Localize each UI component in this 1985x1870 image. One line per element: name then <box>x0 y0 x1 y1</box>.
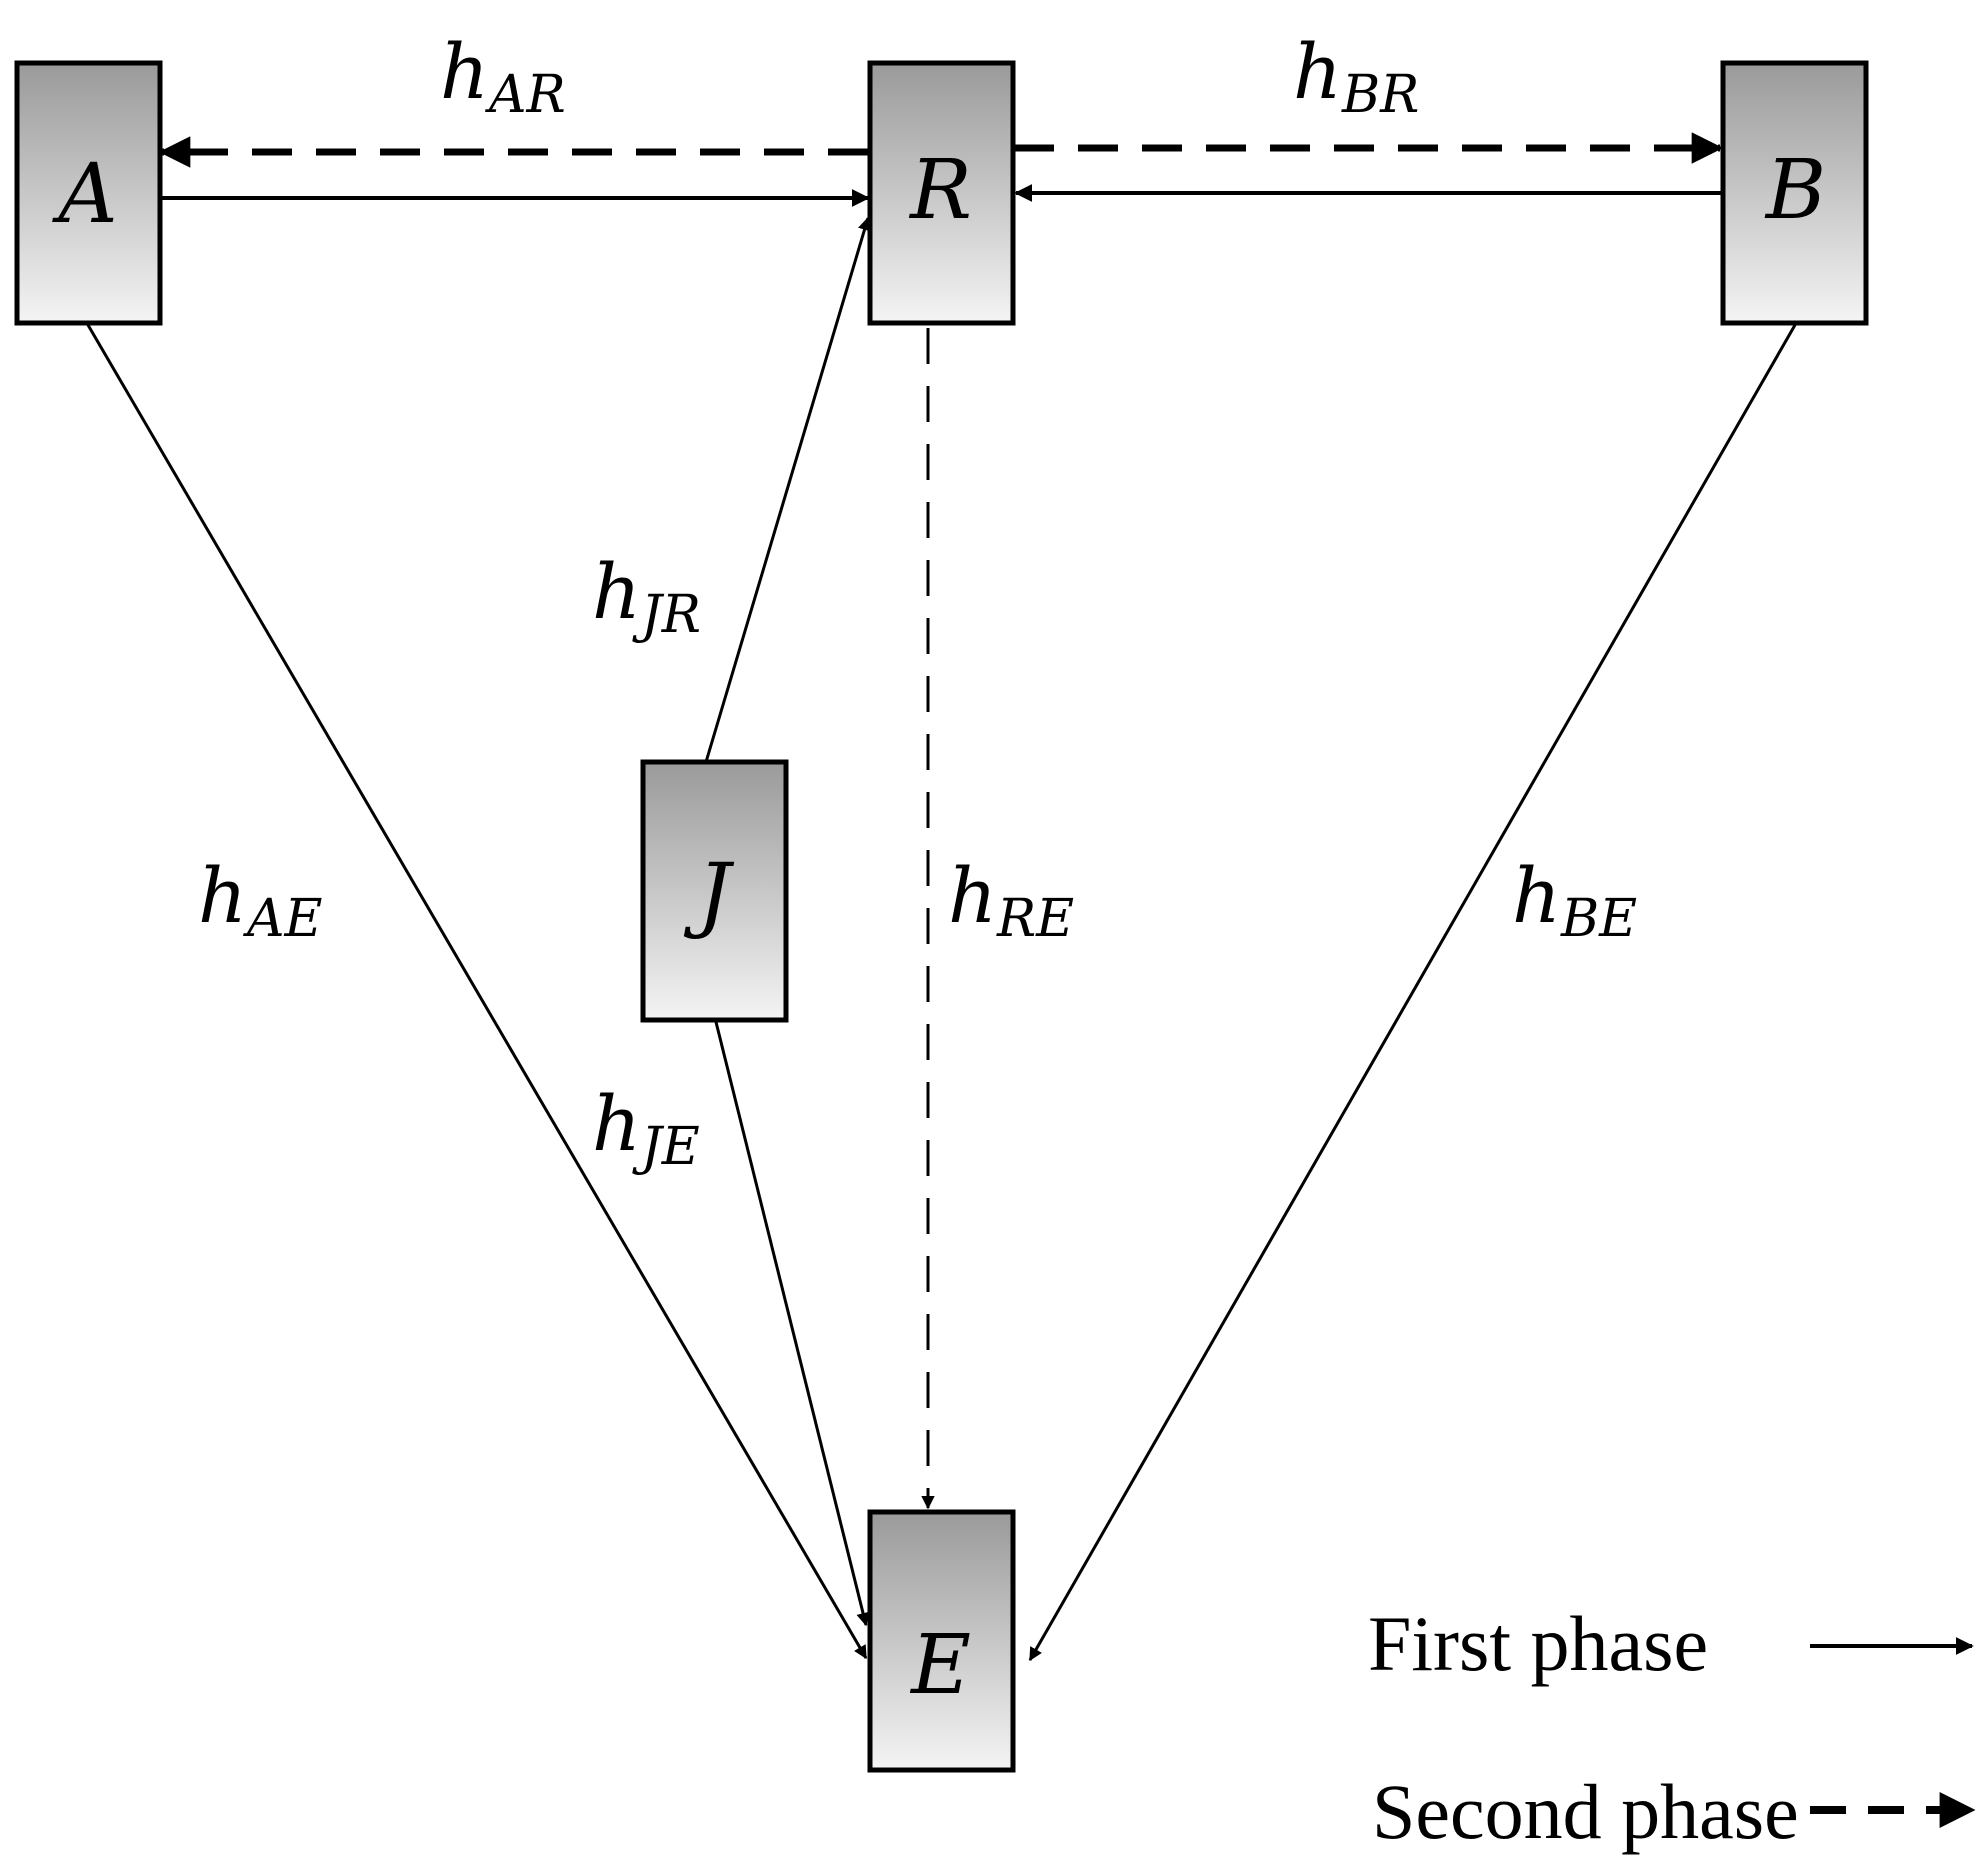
channel-label-be: hBE <box>1512 851 1637 949</box>
node-a-box <box>14 60 163 326</box>
node-b-box <box>1720 60 1869 326</box>
node-r: R <box>867 60 1016 326</box>
link-b-to-e <box>1028 324 1797 1662</box>
node-e-box <box>867 1509 1016 1773</box>
node-e-label: E <box>909 1618 971 1713</box>
node-b: B <box>1720 60 1869 326</box>
node-j-box <box>640 759 789 1023</box>
links <box>86 132 1797 1662</box>
channel-label-jr: hJR <box>592 547 701 645</box>
channel-label-re: hRE <box>948 851 1074 949</box>
node-a-label: A <box>51 147 117 242</box>
link-j-to-r <box>704 216 872 763</box>
node-r-label: R <box>908 143 972 238</box>
legend: First phase Second phase <box>1368 1600 1976 1855</box>
legend-second-phase-label: Second phase <box>1372 1768 1799 1855</box>
node-e: E <box>867 1509 1016 1773</box>
node-a: A <box>14 60 163 326</box>
node-b-label: B <box>1764 143 1826 238</box>
channel-label-je: hJE <box>592 1079 700 1177</box>
link-a-to-e <box>86 324 868 1660</box>
channel-label-br: hBR <box>1293 27 1419 125</box>
link-j-to-e <box>714 1021 870 1627</box>
node-r-box <box>867 60 1016 326</box>
channel-label-ar: hAR <box>440 27 566 125</box>
node-j: J <box>640 759 789 1023</box>
legend-first-phase-label: First phase <box>1368 1600 1708 1687</box>
channel-label-ae: hAE <box>198 851 323 949</box>
